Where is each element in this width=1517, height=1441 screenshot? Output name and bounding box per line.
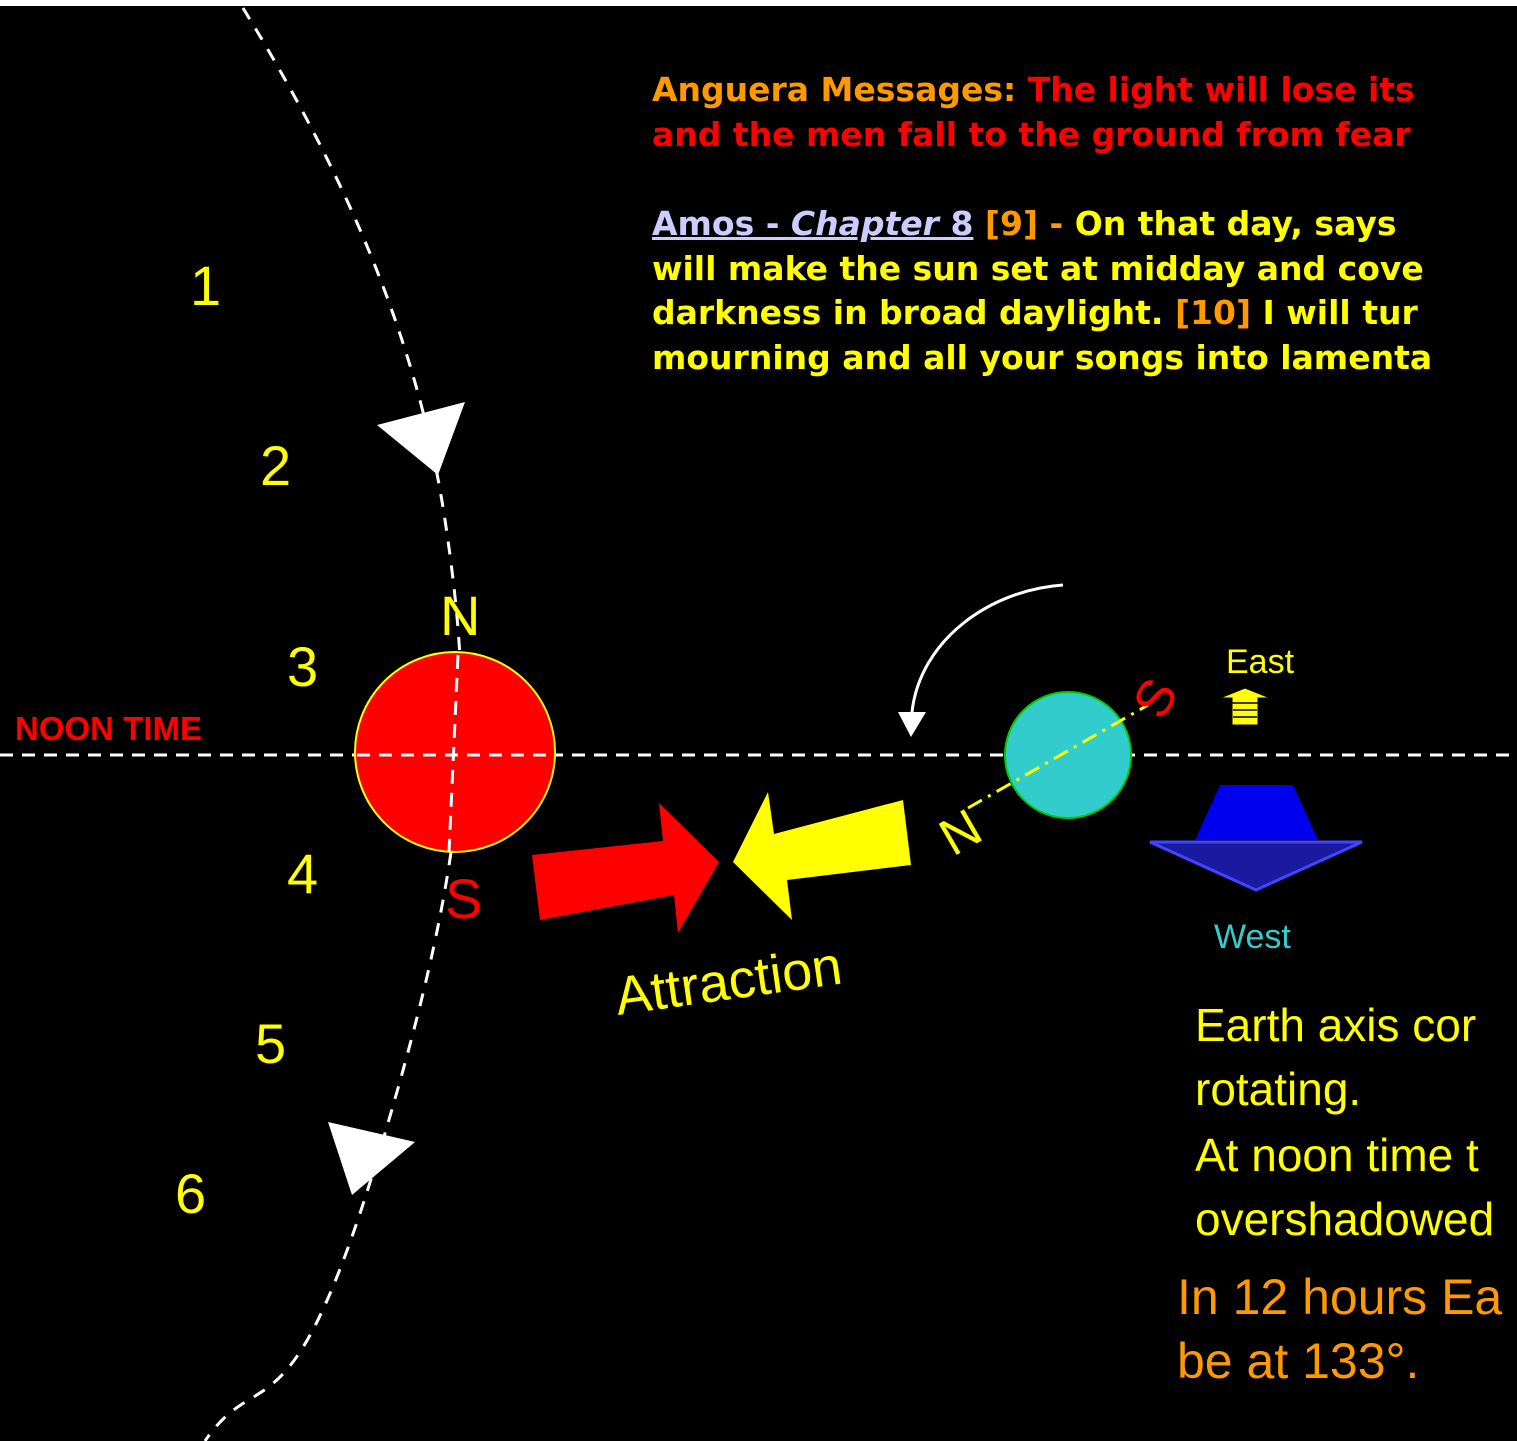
amos-text-3: darkness in broad daylight. [652, 293, 1164, 332]
note-line-4: overshadowed [1195, 1193, 1495, 1245]
orbit-arrowhead-icon [328, 1122, 415, 1195]
amos-line-3: darkness in broad daylight. [10] I will … [652, 290, 1418, 335]
note-line-2: rotating. [1195, 1063, 1362, 1115]
amos-chapter-link[interactable]: Amos - Chapter 8 [652, 204, 973, 243]
amos-line-1: Amos - Chapter 8 [9] - On that day, says [652, 201, 1396, 246]
verse-dash: - [1038, 204, 1075, 243]
note-line-3: At noon time t [1195, 1129, 1479, 1181]
position-number-3: 3 [287, 635, 318, 698]
note-line-1: Earth axis cor [1195, 999, 1477, 1051]
amos-line-4: mourning and all your songs into lamenta [652, 338, 1433, 377]
anguera-source: Anguera Messages: [652, 70, 1017, 109]
earth [1004, 691, 1132, 819]
sun-north-label: N [440, 584, 480, 647]
east-label: East [1226, 643, 1295, 681]
earth-axis [967, 703, 1149, 810]
degree-symbol: ° [1385, 1333, 1406, 1389]
note-line-6-prefix: be at 133 [1177, 1333, 1386, 1389]
earth-south-label: S [1122, 669, 1190, 728]
noon-time-label: NOON TIME [15, 710, 202, 747]
curved-rotation-arrow-head [898, 712, 926, 737]
position-number-1: 1 [190, 254, 221, 317]
curved-rotation-arrow-icon [910, 583, 1064, 713]
position-number-4: 4 [287, 842, 318, 905]
position-number-6: 6 [175, 1162, 206, 1225]
sun-attraction-arrow [532, 803, 719, 933]
attraction-label: Attraction [611, 936, 845, 1027]
verse-9-marker: [9] [984, 204, 1039, 243]
east-arrow-icon [1219, 687, 1271, 726]
amos-text-1: On that day, says [1074, 204, 1397, 243]
amos-text-3-tail: I will tur [1262, 293, 1418, 332]
verse-10-marker: [10] [1174, 293, 1252, 332]
sun-south-label: S [445, 867, 482, 930]
amos-chapter-word[interactable]: Chapter [790, 204, 939, 243]
position-number-5: 5 [255, 1012, 286, 1075]
note-line-6: be at 133°. [1177, 1332, 1419, 1390]
anguera-line-2: and the men fall to the ground from fear [652, 115, 1411, 154]
west-label: West [1214, 918, 1291, 956]
earth-north-label: N [930, 798, 992, 867]
amos-book-name[interactable]: Amos - [652, 204, 791, 243]
note-line-6-suffix: . [1405, 1333, 1420, 1389]
west-arrow-icon [1149, 785, 1363, 892]
note-line-5: In 12 hours Ea [1177, 1269, 1503, 1325]
orbit-arrowhead-icon [377, 402, 465, 475]
amos-chapter-number[interactable]: 8 [938, 204, 974, 243]
position-number-2: 2 [260, 434, 291, 497]
earth-attraction-arrow [733, 792, 911, 920]
anguera-line-1: Anguera Messages: The light will lose it… [652, 67, 1415, 112]
anguera-text-1: The light will lose its [1027, 70, 1415, 109]
top-border [0, 0, 1517, 6]
amos-line-2: will make the sun set at midday and cove [652, 249, 1424, 288]
